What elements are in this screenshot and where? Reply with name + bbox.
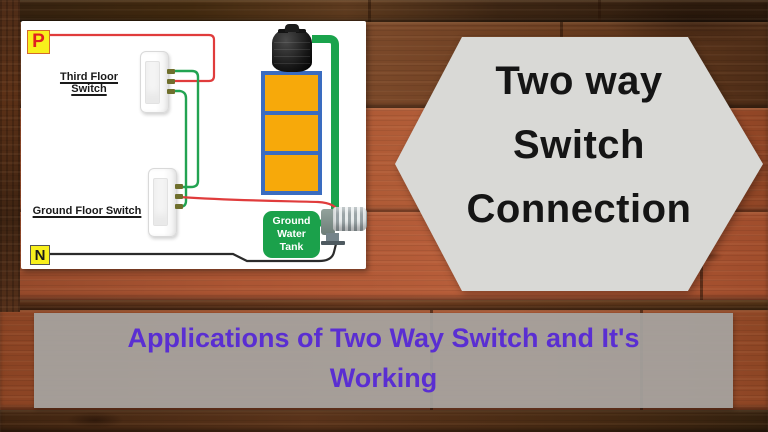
title-line-2: Switch [513,123,645,167]
wood-plank [0,300,768,310]
title-hexagon-shape: Two way Switch Connection [395,37,763,291]
neutral-label: N [30,245,50,265]
water-pump-foot [326,233,339,242]
water-pump-motor [333,207,367,231]
banner-text-line-2: Working [329,363,438,393]
traveller-wire-1 [171,69,200,189]
water-pipe [312,35,339,221]
ground-water-tank-label: Ground Water Tank [263,211,320,258]
switch-rocker [153,178,168,226]
overhead-water-tank-graphic [272,24,312,72]
wood-edge-plank [0,0,20,312]
title-hexagon: Two way Switch Connection [395,37,763,291]
switch-terminal [175,204,183,209]
phase-label: P [27,30,50,54]
wood-plank [0,410,768,432]
bottom-banner: Applications of Two Way Switch and It's … [34,313,733,408]
title-line-3: Connection [466,187,692,231]
plank-seam [368,0,371,22]
switch-rocker [145,61,160,104]
phase-wire [48,33,216,83]
ground-water-tank-line: Water [277,228,306,240]
ground-water-tank-line: Tank [279,241,304,253]
building-window [265,75,318,111]
building-window [265,115,318,151]
plank-seam [598,0,601,22]
banner-text-line-1: Applications of Two Way Switch and It's [127,323,640,353]
pump-phase-wire [178,195,341,214]
ground-floor-switch-label: Ground Floor Switch [32,205,142,217]
wires-svg [48,33,341,263]
title-line-1: Two way [495,59,663,103]
switch-terminal [167,89,175,94]
wood-plank [0,0,768,22]
switch-terminal [175,184,183,189]
wiring-diagram-panel: Ground Water Tank P N Third Floor Switch… [21,21,367,269]
switch-terminal [175,194,183,199]
ground-floor-switch-graphic [148,168,183,237]
switch-terminal [167,69,175,74]
water-pump-base [321,241,345,245]
switch-terminal [167,79,175,84]
third-floor-switch-label: Third Floor Switch [59,71,119,95]
ground-water-tank-line: Ground [272,215,311,227]
building-graphic [261,71,322,195]
water-pump-graphic [321,209,335,235]
third-floor-switch-graphic [140,51,175,113]
building-window [265,155,318,191]
neutral-wire [48,243,338,263]
